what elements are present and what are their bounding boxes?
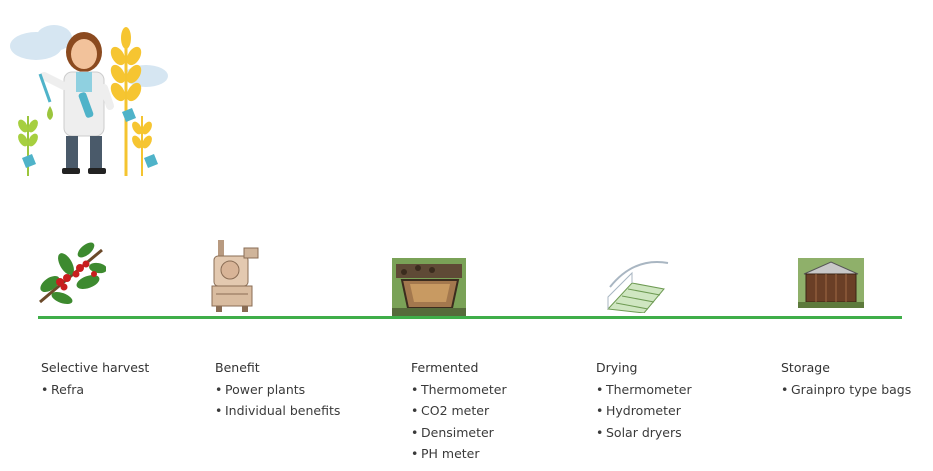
stage-title: Benefit [215, 360, 260, 375]
fermentation-tank-icon [392, 258, 466, 316]
stage-storage: Storage Grainpro type bags [781, 357, 911, 400]
list-item: Hydrometer [596, 400, 692, 422]
stage-items: Refra [41, 379, 149, 401]
list-item: Power plants [215, 379, 340, 401]
list-item: PH meter [411, 443, 507, 465]
stage-items: Thermometer CO2 meter Densimeter PH mete… [411, 379, 507, 465]
storage-warehouse-icon [798, 258, 864, 308]
solar-dryer-icon [606, 261, 669, 313]
stage-title: Storage [781, 360, 830, 375]
stage-items: Power plants Individual benefits [215, 379, 340, 422]
stage-drying: Drying Thermometer Hydrometer Solar drye… [596, 357, 692, 443]
stage-items: Thermometer Hydrometer Solar dryers [596, 379, 692, 444]
list-item: CO2 meter [411, 400, 507, 422]
stage-fermented: Fermented Thermometer CO2 meter Densimet… [411, 357, 507, 465]
stage-title: Fermented [411, 360, 479, 375]
scientist-with-grain-icon [10, 25, 168, 176]
stage-selective-harvest: Selective harvest Refra [41, 357, 149, 400]
list-item: Grainpro type bags [781, 379, 911, 401]
list-item: Refra [41, 379, 149, 401]
stage-title: Drying [596, 360, 638, 375]
timeline-line [38, 316, 902, 319]
list-item: Solar dryers [596, 422, 692, 444]
list-item: Individual benefits [215, 400, 340, 422]
processing-machine-icon [211, 240, 259, 312]
list-item: Thermometer [596, 379, 692, 401]
stage-items: Grainpro type bags [781, 379, 911, 401]
stage-benefit: Benefit Power plants Individual benefits [215, 357, 340, 422]
coffee-branch-icon [39, 242, 106, 305]
list-item: Densimeter [411, 422, 507, 444]
stage-title: Selective harvest [41, 360, 150, 375]
list-item: Thermometer [411, 379, 507, 401]
